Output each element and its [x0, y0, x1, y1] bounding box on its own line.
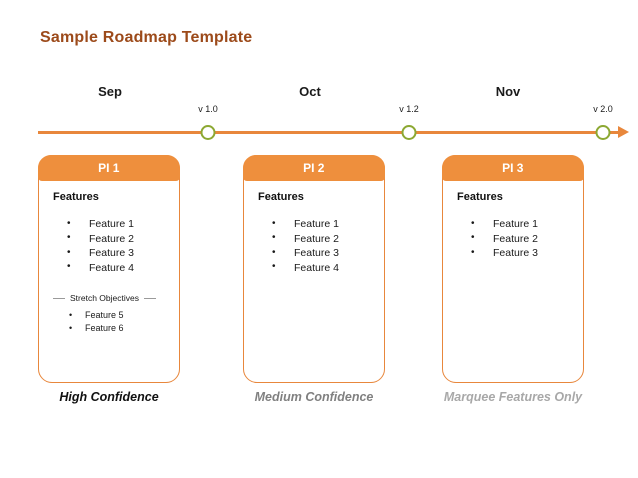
stretch-objectives-label: Stretch Objectives	[70, 293, 139, 303]
confidence-caption-2: Medium Confidence	[254, 390, 374, 404]
feature-list: Feature 1 Feature 2 Feature 3	[457, 217, 573, 261]
milestone-marker-v1-0[interactable]	[200, 125, 216, 140]
feature-list: Feature 1 Feature 2 Feature 3 Feature 4	[53, 217, 169, 275]
pi-card-1[interactable]: PI 1 Features Feature 1 Feature 2 Featur…	[37, 154, 180, 383]
list-item: Feature 4	[53, 260, 169, 276]
pi-card-3[interactable]: PI 3 Features Feature 1 Feature 2 Featur…	[441, 154, 584, 383]
timeline-month-label-sep: Sep	[98, 84, 122, 99]
timeline-arrow-icon	[618, 126, 629, 138]
confidence-caption-3: Marquee Features Only	[443, 390, 583, 404]
list-item: Feature 6	[53, 322, 169, 335]
list-item: Feature 3	[457, 246, 573, 261]
milestone-marker-v1-2[interactable]	[401, 125, 417, 140]
list-item: Feature 1	[53, 217, 169, 232]
features-heading: Features	[53, 191, 99, 203]
pi-card-3-body: Features Feature 1 Feature 2 Feature 3	[443, 182, 583, 382]
list-item: Feature 5	[53, 309, 169, 322]
pi-card-2-header: PI 2	[242, 154, 385, 181]
timeline: Sep Oct Nov v 1.0 v 1.2 v 2.0	[0, 0, 638, 150]
page-title: Sample Roadmap Template	[40, 29, 253, 46]
pi-card-2[interactable]: PI 2 Features Feature 1 Feature 2 Featur…	[242, 154, 385, 383]
list-item: Feature 1	[457, 217, 573, 232]
stretch-feature-list: Feature 5 Feature 6	[53, 309, 169, 335]
list-item: Feature 1	[258, 217, 374, 232]
pi-card-1-header: PI 1	[37, 154, 180, 181]
list-item: Feature 2	[53, 231, 169, 247]
feature-list: Feature 1 Feature 2 Feature 3 Feature 4	[258, 217, 374, 275]
timeline-month-label-oct: Oct	[299, 84, 321, 99]
milestone-label-v1-0: v 1.0	[198, 104, 218, 114]
features-heading: Features	[258, 191, 304, 203]
timeline-axis-line	[38, 131, 620, 134]
divider-dash-right	[143, 297, 156, 299]
list-item: Feature 2	[258, 231, 374, 247]
stretch-objectives-divider: Stretch Objectives	[53, 293, 161, 303]
divider-dash-left	[53, 297, 65, 299]
milestone-label-v2-0: v 2.0	[593, 104, 613, 114]
confidence-caption-1: High Confidence	[59, 390, 159, 404]
pi-card-2-body: Features Feature 1 Feature 2 Feature 3 F…	[244, 182, 384, 382]
list-item: Feature 2	[457, 231, 573, 247]
list-item: Feature 3	[53, 246, 169, 261]
pi-card-1-body: Features Feature 1 Feature 2 Feature 3 F…	[39, 182, 179, 382]
list-item: Feature 3	[258, 246, 374, 261]
milestone-marker-v2-0[interactable]	[595, 125, 611, 140]
milestone-label-v1-2: v 1.2	[399, 104, 419, 114]
list-item: Feature 4	[258, 260, 374, 276]
timeline-month-label-nov: Nov	[495, 84, 521, 99]
pi-card-3-header: PI 3	[441, 154, 584, 181]
features-heading: Features	[457, 191, 503, 203]
